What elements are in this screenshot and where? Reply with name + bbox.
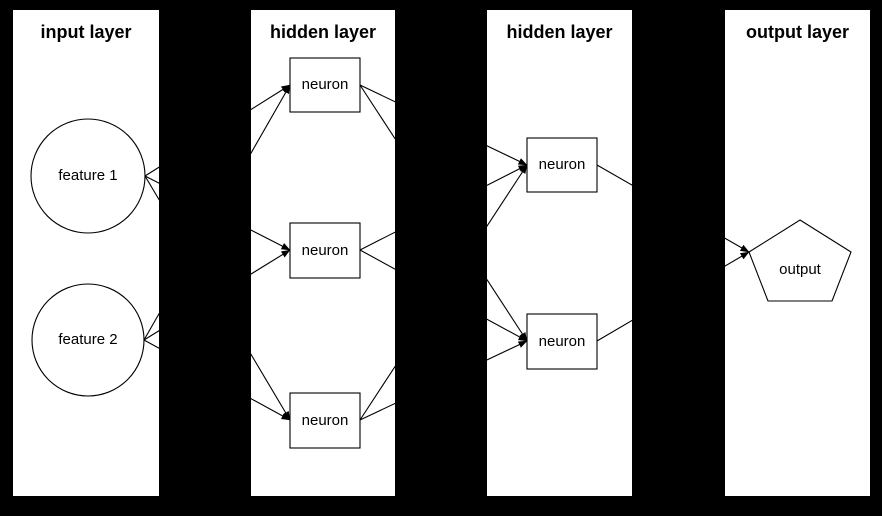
panel-title-output-layer: output layer: [745, 22, 849, 42]
panel-title-hidden-layer-2: hidden layer: [506, 22, 613, 42]
node-label-hidden1-neuron-2: neuron: [301, 241, 349, 259]
node-label-output: output: [779, 261, 821, 278]
node-label-hidden2-neuron-2: neuron: [538, 332, 586, 350]
panel-output-layer: output layer: [725, 10, 870, 496]
panel-title-input-layer: input layer: [40, 22, 132, 42]
node-label-feature-1: feature 1: [58, 167, 118, 184]
node-label-hidden2-neuron-1: neuron: [538, 156, 586, 173]
panel-title-hidden-layer-1: hidden layer: [269, 22, 377, 42]
panel-hidden-layer-2: hidden layer: [487, 10, 632, 496]
node-label-feature-2: feature 2: [58, 331, 118, 348]
node-label-hidden1-neuron-3: neuron: [301, 411, 349, 429]
node-label-hidden1-neuron-1: neuron: [301, 76, 349, 93]
panel-input-layer: input layer: [13, 10, 159, 496]
